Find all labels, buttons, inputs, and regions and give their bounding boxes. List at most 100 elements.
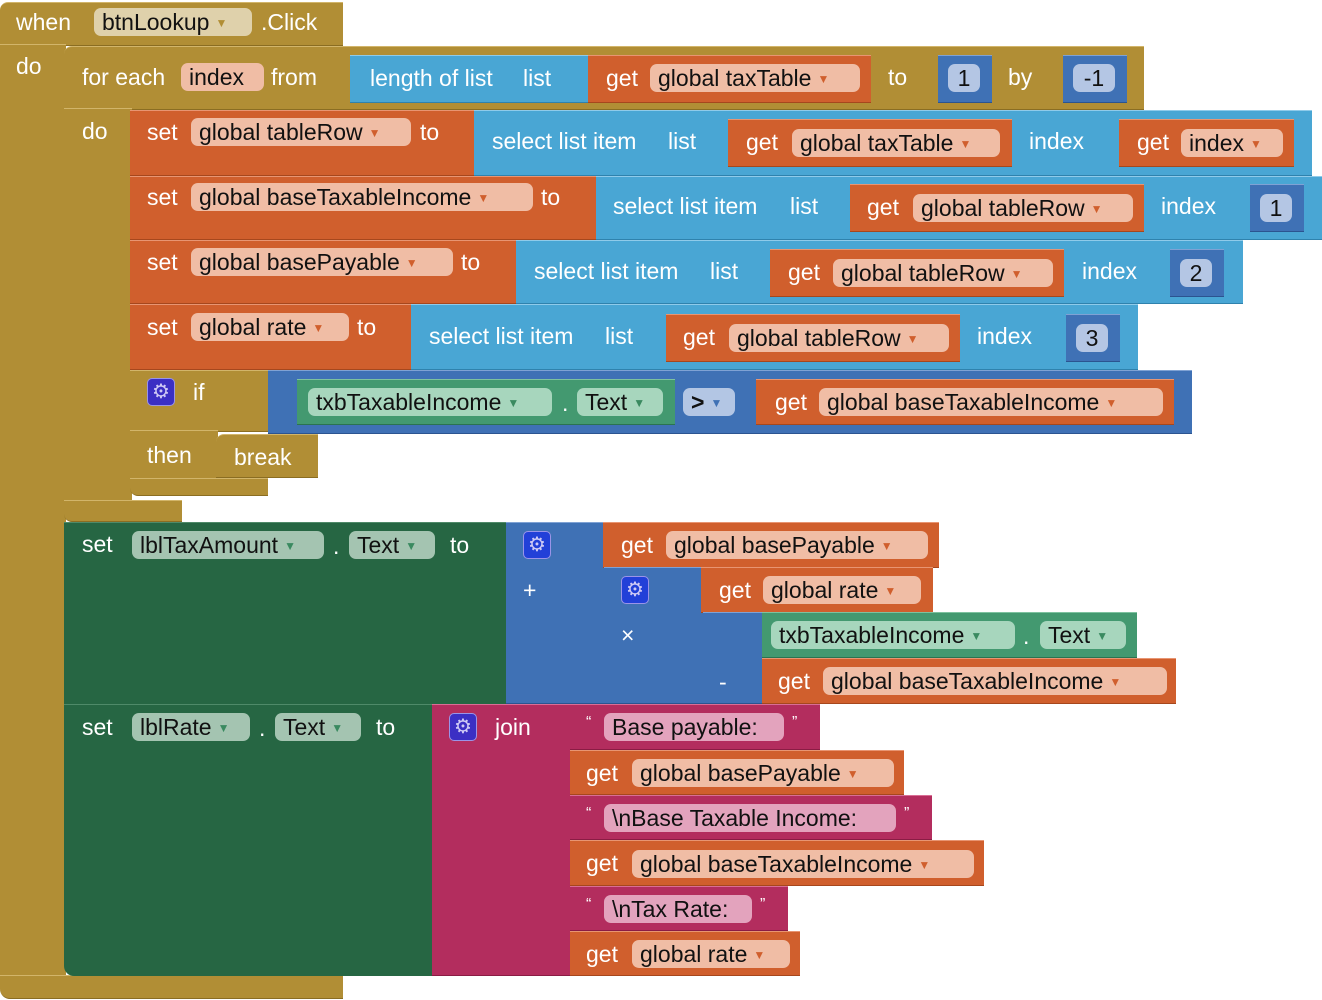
text-string-field[interactable]: \nBase Taxable Income: (604, 804, 896, 832)
variable-name: global tableRow (199, 119, 363, 145)
dropdown-arrow-icon: ▼ (215, 16, 228, 30)
event-block-footer (0, 975, 343, 999)
variable-dropdown-tablerow[interactable]: global tableRow▼ (913, 194, 1133, 222)
text-string-field[interactable]: \nTax Rate: (604, 895, 752, 923)
variable-dropdown-basetaxableincome[interactable]: global baseTaxableIncome▼ (191, 183, 533, 211)
variable-dropdown-basepayable[interactable]: global basePayable▼ (632, 759, 894, 787)
subtraction-block[interactable] (703, 612, 765, 704)
variable-dropdown-index[interactable]: index▼ (1181, 129, 1283, 157)
dropdown-arrow-icon: ▼ (312, 321, 325, 335)
list-label: list (523, 65, 552, 91)
component-name: txbTaxableIncome (779, 622, 965, 648)
variable-name: global basePayable (640, 760, 841, 786)
mutator-gear-icon[interactable]: ⚙ (147, 378, 175, 406)
property-dropdown-text[interactable]: Text▼ (275, 713, 361, 741)
variable-dropdown-basetaxableincome[interactable]: global baseTaxableIncome▼ (819, 388, 1163, 416)
dropdown-arrow-icon: ▼ (1096, 629, 1109, 643)
select-list-item-label: select list item (534, 258, 679, 284)
get-label: get (867, 194, 899, 220)
event-name-label: .Click (261, 9, 318, 35)
property-dropdown-text[interactable]: Text▼ (349, 531, 435, 559)
variable-dropdown-taxtable[interactable]: global taxTable▼ (792, 129, 1000, 157)
variable-dropdown-rate[interactable]: global rate▼ (632, 940, 790, 968)
from-label: from (271, 64, 317, 90)
component-dropdown-txbtaxableincome[interactable]: txbTaxableIncome▼ (308, 388, 552, 416)
to-label: to (541, 184, 561, 210)
close-quote: ” (904, 805, 910, 822)
operator-dropdown[interactable]: >▼ (683, 388, 735, 416)
dropdown-arrow-icon: ▼ (217, 721, 230, 735)
list-label: list (710, 258, 739, 284)
mutator-gear-icon[interactable]: ⚙ (523, 531, 551, 559)
multiplication-block[interactable] (604, 567, 704, 704)
variable-name: global rate (199, 314, 307, 340)
get-label: get (586, 760, 618, 786)
number-field-index[interactable]: 1 (1260, 194, 1292, 222)
get-label: get (586, 850, 618, 876)
text-string-field[interactable]: Base payable: (604, 713, 784, 741)
dot-label: . (1023, 623, 1030, 649)
component-dropdown-lbltaxamount[interactable]: lblTaxAmount▼ (132, 531, 324, 559)
variable-dropdown-tablerow[interactable]: global tableRow▼ (833, 259, 1053, 287)
to-label: to (420, 119, 440, 145)
loop-variable-index[interactable]: index (181, 63, 264, 91)
component-dropdown-txbtaxableincome[interactable]: txbTaxableIncome ▼ (771, 621, 1015, 649)
length-of-list-label: length of list (370, 65, 493, 91)
get-label: get (586, 941, 618, 967)
number-field-index[interactable]: 3 (1076, 324, 1108, 352)
component-dropdown-btnlookup[interactable]: btnLookup ▼ (94, 8, 252, 36)
set-label: set (147, 184, 178, 210)
set-lblrate-text-block[interactable] (64, 704, 434, 976)
property-dropdown-text[interactable]: Text▼ (577, 388, 663, 416)
number-field-by[interactable]: -1 (1073, 64, 1115, 92)
list-label: list (790, 193, 819, 219)
variable-dropdown-taxtable[interactable]: global taxTable▼ (650, 64, 860, 92)
get-label: get (788, 259, 820, 285)
plus-operator: + (523, 577, 537, 603)
property-dropdown-text[interactable]: Text▼ (1040, 621, 1126, 649)
property-name: Text (585, 389, 628, 415)
variable-dropdown-basetaxableincome[interactable]: global baseTaxableIncome▼ (632, 850, 974, 878)
component-dropdown-lblrate[interactable]: lblRate ▼ (132, 713, 250, 741)
join-block[interactable] (432, 704, 572, 976)
select-list-item-label: select list item (613, 193, 758, 219)
dot-label: . (562, 390, 569, 416)
dropdown-arrow-icon: ▼ (906, 332, 919, 346)
list-label: list (668, 128, 697, 154)
dropdown-arrow-icon: ▼ (970, 629, 983, 643)
component-name: lblRate (140, 714, 212, 740)
for-each-footer (64, 500, 182, 522)
set-label: set (147, 119, 178, 145)
variable-dropdown-rate[interactable]: global rate▼ (763, 576, 921, 604)
open-quote: “ (586, 714, 592, 731)
variable-dropdown-basepayable[interactable]: global basePayable▼ (191, 248, 453, 276)
mutator-gear-icon[interactable]: ⚙ (621, 576, 649, 604)
dropdown-arrow-icon: ▼ (1105, 396, 1118, 410)
get-label: get (719, 577, 751, 603)
close-quote: ” (792, 714, 798, 731)
variable-dropdown-basepayable[interactable]: global basePayable▼ (666, 531, 928, 559)
component-name: btnLookup (102, 9, 210, 35)
variable-dropdown-tablerow[interactable]: global tableRow▼ (729, 324, 949, 352)
number-field-to[interactable]: 1 (948, 64, 980, 92)
variable-name: global rate (771, 577, 879, 603)
variable-name: global taxTable (800, 130, 954, 156)
open-quote: “ (586, 896, 592, 913)
mutator-gear-icon[interactable]: ⚙ (449, 713, 477, 741)
variable-dropdown-tablerow[interactable]: global tableRow ▼ (191, 118, 411, 146)
get-label: get (746, 129, 778, 155)
addition-block[interactable] (506, 522, 606, 704)
get-label: get (606, 65, 638, 91)
select-list-item-label: select list item (429, 323, 574, 349)
variable-dropdown-rate[interactable]: global rate ▼ (191, 313, 349, 341)
variable-dropdown-basetaxableincome[interactable]: global baseTaxableIncome▼ (823, 667, 1167, 695)
number-field-index[interactable]: 2 (1180, 259, 1212, 287)
dropdown-arrow-icon: ▼ (368, 126, 381, 140)
break-block[interactable] (216, 434, 318, 478)
do-label: do (16, 53, 42, 79)
length-of-list-block[interactable] (350, 55, 590, 103)
to-label: to (450, 532, 470, 558)
property-name: Text (283, 714, 326, 740)
times-operator: × (621, 622, 635, 648)
list-label: list (605, 323, 634, 349)
